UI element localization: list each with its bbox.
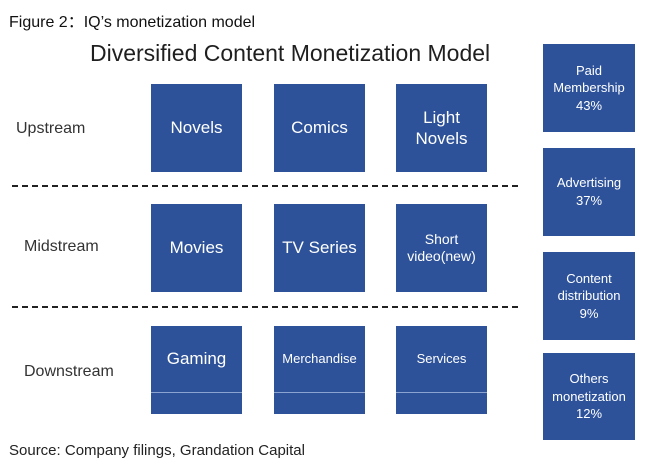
content-box-services: Services [396,326,487,414]
content-box-novels: Novels [151,84,242,172]
figure-title: Figure 2：IQ’s monetization model [9,14,256,31]
revenue-pct: 43% [575,97,603,113]
content-box-gaming: Gaming [151,326,242,414]
revenue-box-content-distribution: Content distribution 9% [543,252,635,340]
revenue-box-paid-membership: Paid Membership 43% [543,44,635,132]
row-label-downstream: Downstream [24,363,114,380]
content-box-label: Gaming [166,349,227,369]
revenue-box-advertising: Advertising 37% [543,148,635,236]
revenue-name: Others monetization [552,371,626,404]
content-box-light-novels: Light Novels [396,84,487,172]
content-box-label: Services [416,350,467,366]
content-box-merchandise: Merchandise [274,326,365,414]
divider-line [12,306,518,308]
content-box-movies: Movies [151,204,242,292]
content-box-label: Novels [170,118,223,138]
content-box-label: Merchandise [282,350,357,366]
revenue-pct: 9% [579,305,599,321]
revenue-box-others-monetization: Others monetization 12% [543,353,635,440]
revenue-name: Paid Membership [553,62,625,96]
source-note: Source: Company filings, Grandation Capi… [9,442,305,459]
content-box-short-video: Short video(new) [396,204,487,292]
content-box-label: Light Novels [415,107,468,148]
content-box-label: Short video(new) [407,230,476,265]
row-label-midstream: Midstream [24,238,99,255]
divider-line [12,185,518,187]
revenue-name: Advertising [556,175,622,191]
content-box-tv-series: TV Series [274,204,365,292]
content-box-comics: Comics [274,84,365,172]
content-box-label: Movies [169,238,224,258]
revenue-pct: 12% [575,406,603,422]
diagram-title: Diversified Content Monetization Model [90,40,491,66]
row-label-upstream: Upstream [16,120,86,137]
revenue-pct: 37% [575,193,603,208]
content-box-label: Comics [291,118,348,138]
revenue-name: Content distribution [557,270,621,304]
content-box-label: TV Series [282,238,357,258]
